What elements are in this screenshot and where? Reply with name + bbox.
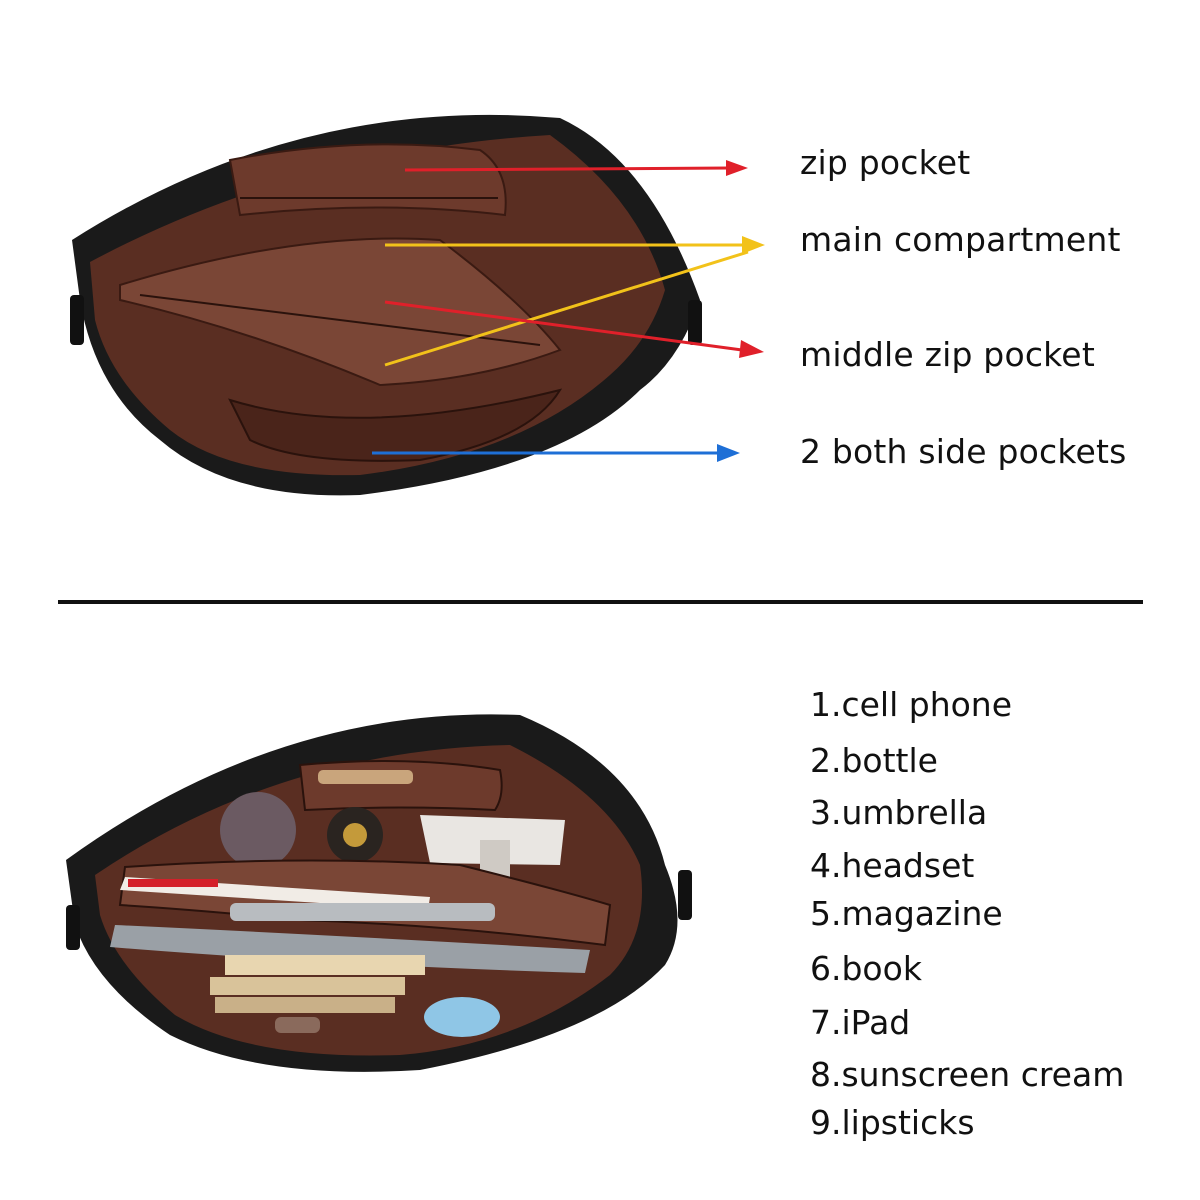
middle-zip-panel	[119, 237, 562, 387]
bottom-bag-panel: 1.cell phone 2.bottle 3.umbrella 4.heads…	[0, 605, 1200, 1200]
callout-side-pockets: 2 both side pockets	[800, 432, 1127, 471]
item-cell-phone	[318, 770, 413, 784]
item-book	[225, 955, 425, 975]
arrow-zip-pocket	[404, 160, 748, 176]
callout-zip-pocket: zip pocket	[800, 143, 971, 182]
top-bag-illustration	[70, 114, 765, 496]
arrow-middle-zip-pocket	[384, 300, 764, 358]
strap-right	[688, 300, 702, 345]
contents-item-2: 2.bottle	[810, 741, 938, 780]
contents-item-4: 4.headset	[810, 846, 975, 885]
section-divider	[58, 600, 1143, 604]
contents-item-6: 6.book	[810, 949, 922, 988]
side-pocket-panel	[228, 388, 563, 462]
contents-item-9: 9.lipsticks	[810, 1103, 975, 1142]
item-bottle	[220, 792, 296, 868]
item-sunscreen-cream	[424, 997, 500, 1037]
item-lipsticks	[275, 1017, 320, 1033]
contents-item-5: 5.magazine	[810, 894, 1003, 933]
arrow-side-pockets	[372, 444, 740, 462]
strap-right-bottom	[678, 870, 692, 920]
callout-main-compartment: main compartment	[800, 220, 1121, 259]
callout-middle-zip-pocket: middle zip pocket	[800, 335, 1095, 374]
top-bag-panel: zip pocket main compartment middle zip p…	[70, 114, 1127, 496]
strap-left-bottom	[66, 905, 80, 950]
arrow-main-compartment	[384, 236, 765, 367]
item-ipad	[110, 925, 590, 973]
zip-pocket-panel	[228, 143, 507, 217]
contents-item-7: 7.iPad	[810, 1003, 911, 1042]
strap-left	[70, 295, 84, 345]
contents-item-3: 3.umbrella	[810, 793, 988, 832]
bottom-bag-illustration	[66, 714, 692, 1072]
contents-item-1: 1.cell phone	[810, 685, 1013, 724]
contents-item-8: 8.sunscreen cream	[810, 1055, 1125, 1094]
